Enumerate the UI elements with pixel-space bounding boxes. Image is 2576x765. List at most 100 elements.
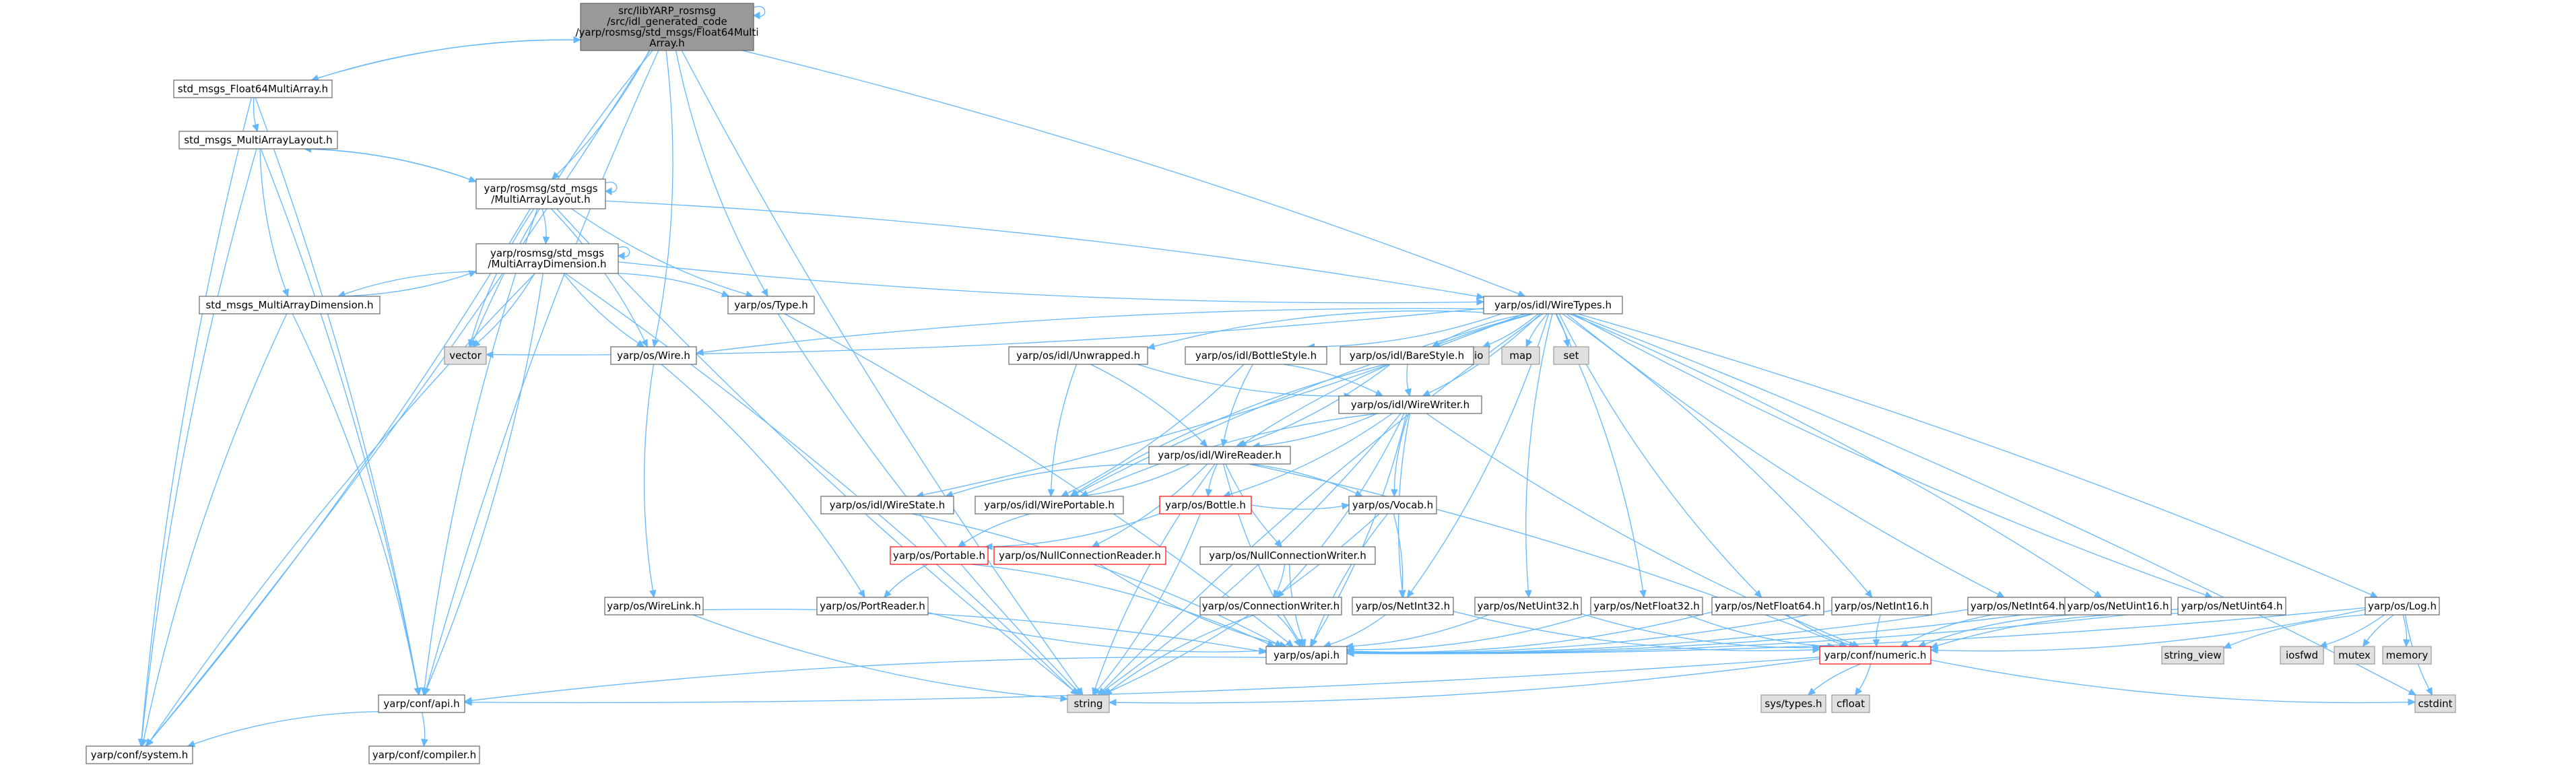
node-yarp-os-NetInt32-h[interactable]: yarp/os/NetInt32.h [1352, 597, 1454, 616]
node-cfloat[interactable]: cfloat [1831, 694, 1870, 713]
node-iosfwd[interactable]: iosfwd [2280, 646, 2324, 665]
node-label: std_msgs_Float64MultiArray.h [178, 83, 328, 96]
node-mutex[interactable]: mutex [2334, 646, 2375, 665]
node-yarp-os-Vocab-h[interactable]: yarp/os/Vocab.h [1348, 496, 1437, 514]
node-yarp-os-ConnectionWriter-h[interactable]: yarp/os/ConnectionWriter.h [1199, 597, 1342, 616]
node-yarp-os-NetFloat64-h[interactable]: yarp/os/NetFloat64.h [1711, 597, 1824, 616]
node-vector[interactable]: vector [444, 346, 487, 365]
node-yarp-os-idl-WirePortable-h[interactable]: yarp/os/idl/WirePortable.h [975, 496, 1124, 514]
node-std-msgs-MultiArrayLayout-h[interactable]: std_msgs_MultiArrayLayout.h [178, 131, 338, 149]
edge-rosmsg_MultiArrayDimension_h-to-yarp_os_idl_WireTypes_h [618, 261, 1485, 306]
edge-rosmsg_MultiArrayDimension_h-to-rosmsg_MultiArrayDimension_h [617, 246, 630, 260]
node-label: yarp/os/api.h [1274, 649, 1340, 661]
node-string[interactable]: string [1067, 694, 1110, 713]
node-label: /MultiArrayDimension.h [488, 258, 606, 270]
node-label: yarp/os/PortReader.h [820, 600, 925, 612]
node-label: yarp/os/idl/WireWriter.h [1351, 399, 1469, 411]
node-label: yarp/os/idl/WireTypes.h [1494, 299, 1612, 311]
node-box [1148, 446, 1291, 465]
node-label: yarp/os/WireLink.h [607, 600, 701, 612]
node-yarp-os-idl-WireReader-h[interactable]: yarp/os/idl/WireReader.h [1148, 446, 1291, 465]
node-yarp-os-NetFloat32-h[interactable]: yarp/os/NetFloat32.h [1590, 597, 1703, 616]
node-box [975, 496, 1124, 514]
edge-std_msgs_Float64MultiArray_h-to-root [311, 36, 582, 81]
node-yarp-conf-api-h[interactable]: yarp/conf/api.h [378, 694, 465, 713]
node-yarp-os-Wire-h[interactable]: yarp/os/Wire.h [610, 346, 697, 365]
node-yarp-os-PortReader-h[interactable]: yarp/os/PortReader.h [816, 597, 929, 616]
edge-std_msgs_MultiArrayDimension_h-to-yarp_conf_api_h [292, 313, 421, 696]
node-sys-types-h[interactable]: sys/types.h [1760, 694, 1826, 713]
node-std-msgs-Float64MultiArray-h[interactable]: std_msgs_Float64MultiArray.h [173, 79, 333, 98]
node-box [475, 243, 619, 274]
edge-rosmsg_MultiArrayLayout_h-to-std_msgs_MultiArrayLayout_h [303, 145, 477, 182]
edge-yarp_os_NetUint16_h-to-yarp_os_api_h [1346, 609, 2066, 657]
node-label: yarp/os/NetInt16.h [1835, 600, 1929, 612]
node-string-view[interactable]: string_view [2161, 646, 2224, 665]
edge-yarp_os_Bottle_h-to-yarp_os_Vocab_h [1251, 502, 1350, 510]
edge-yarp_os_idl_WireTypes_h-to-map [1525, 313, 1548, 348]
node-yarp-os-NetUint16-h[interactable]: yarp/os/NetUint16.h [2064, 597, 2172, 616]
node-memory[interactable]: memory [2382, 646, 2432, 665]
node-yarp-os-idl-BottleStyle-h[interactable]: yarp/os/idl/BottleStyle.h [1185, 346, 1327, 365]
edge-yarp_os_idl_WireTypes_h-to-yarp_os_NetUint16_h [1569, 313, 2103, 598]
edge-rosmsg_MultiArrayLayout_h-to-rosmsg_MultiArrayLayout_h [604, 181, 618, 195]
node-set[interactable]: set [1553, 346, 1589, 365]
node-yarp-os-Portable-h[interactable]: yarp/os/Portable.h [890, 546, 989, 565]
edge-rosmsg_MultiArrayLayout_h-to-yarp_os_idl_WireTypes_h [605, 200, 1485, 300]
edge-yarp_conf_api_h-to-yarp_conf_system_h [187, 710, 379, 747]
edge-root-to-yarp_os_Wire_h [651, 50, 673, 348]
edge-std_msgs_MultiArrayDimension_h-to-rosmsg_MultiArrayDimension_h [338, 270, 477, 297]
node-rosmsg-MultiArrayLayout-h[interactable]: yarp/rosmsg/std_msgs/MultiArrayLayout.h [475, 178, 606, 209]
node-yarp-os-idl-WireTypes-h[interactable]: yarp/os/idl/WireTypes.h [1483, 296, 1623, 314]
node-label: src/libYARP_rosmsg [618, 5, 716, 18]
edge-yarp_os_Type_h-to-yarp_os_api_h [784, 313, 1294, 647]
edge-root-to-yarp_os_Type_h [675, 50, 768, 298]
node-yarp-os-NetInt64-h[interactable]: yarp/os/NetInt64.h [1967, 597, 2068, 616]
node-box [1760, 694, 1826, 713]
node-yarp-conf-system-h[interactable]: yarp/conf/system.h [86, 745, 193, 764]
node-std-msgs-MultiArrayDimension-h[interactable]: std_msgs_MultiArrayDimension.h [199, 296, 381, 314]
node-yarp-os-idl-WireWriter-h[interactable]: yarp/os/idl/WireWriter.h [1338, 395, 1482, 414]
edge-yarp_os_Bottle_h-to-string [1092, 513, 1201, 696]
node-cstdint[interactable]: cstdint [2414, 694, 2456, 713]
node-box [475, 178, 606, 209]
edge-yarp_os_NetFloat32_h-to-yarp_os_api_h [1346, 613, 1591, 653]
node-box [1199, 597, 1342, 616]
edge-rosmsg_MultiArrayDimension_h-to-yarp_conf_system_h [146, 273, 535, 747]
node-map[interactable]: map [1501, 346, 1540, 365]
node-box [610, 346, 697, 365]
node-label: /src/idl_generated_code [607, 15, 727, 28]
node-root[interactable]: src/libYARP_rosmsg/src/idl_generated_cod… [575, 3, 759, 51]
node-label: vector [449, 350, 482, 362]
edge-yarp_conf_numeric_h-to-string [1108, 658, 1820, 706]
node-label: yarp/conf/api.h [383, 698, 459, 710]
node-yarp-os-idl-BareStyle-h[interactable]: yarp/os/idl/BareStyle.h [1340, 346, 1474, 365]
node-label: yarp/os/Portable.h [893, 550, 985, 562]
node-yarp-os-NetUint64-h[interactable]: yarp/os/NetUint64.h [2177, 597, 2286, 616]
node-label: Array.h [649, 37, 685, 49]
node-yarp-os-NullConnectionReader-h[interactable]: yarp/os/NullConnectionReader.h [993, 546, 1166, 565]
node-yarp-os-NetUint32-h[interactable]: yarp/os/NetUint32.h [1474, 597, 1582, 616]
node-yarp-os-NullConnectionWriter-h[interactable]: yarp/os/NullConnectionWriter.h [1199, 546, 1376, 565]
node-label: /MultiArrayLayout.h [491, 193, 590, 205]
node-yarp-os-idl-WireState-h[interactable]: yarp/os/idl/WireState.h [820, 496, 954, 514]
node-yarp-os-WireLink-h[interactable]: yarp/os/WireLink.h [604, 597, 704, 616]
node-yarp-os-Log-h[interactable]: yarp/os/Log.h [2365, 597, 2440, 616]
edge-rosmsg_MultiArrayLayout_h-to-yarp_conf_api_h [421, 208, 538, 696]
node-box [2365, 597, 2440, 616]
edge-yarp_os_idl_WireReader_h-to-yarp_os_idl_WireState_h [945, 463, 1162, 498]
node-rosmsg-MultiArrayDimension-h[interactable]: yarp/rosmsg/std_msgs/MultiArrayDimension… [475, 243, 619, 274]
node-yarp-os-NetInt16-h[interactable]: yarp/os/NetInt16.h [1831, 597, 1932, 616]
node-yarp-conf-compiler-h[interactable]: yarp/conf/compiler.h [368, 745, 480, 764]
node-label: cfloat [1837, 698, 1865, 710]
edge-yarp_os_NetUint32_h-to-yarp_os_api_h [1345, 614, 1489, 650]
node-label: cstdint [2418, 698, 2452, 710]
edge-root-to-root [752, 5, 766, 20]
node-yarp-os-api-h[interactable]: yarp/os/api.h [1265, 646, 1348, 665]
edge-root-to-rosmsg_MultiArrayLayout_h [551, 50, 650, 180]
node-yarp-conf-numeric-h[interactable]: yarp/conf/numeric.h [1819, 646, 1931, 665]
node-yarp-os-Bottle-h[interactable]: yarp/os/Bottle.h [1159, 496, 1252, 514]
node-yarp-os-Type-h[interactable]: yarp/os/Type.h [727, 296, 815, 314]
node-yarp-os-idl-Unwrapped-h[interactable]: yarp/os/idl/Unwrapped.h [1008, 346, 1148, 365]
